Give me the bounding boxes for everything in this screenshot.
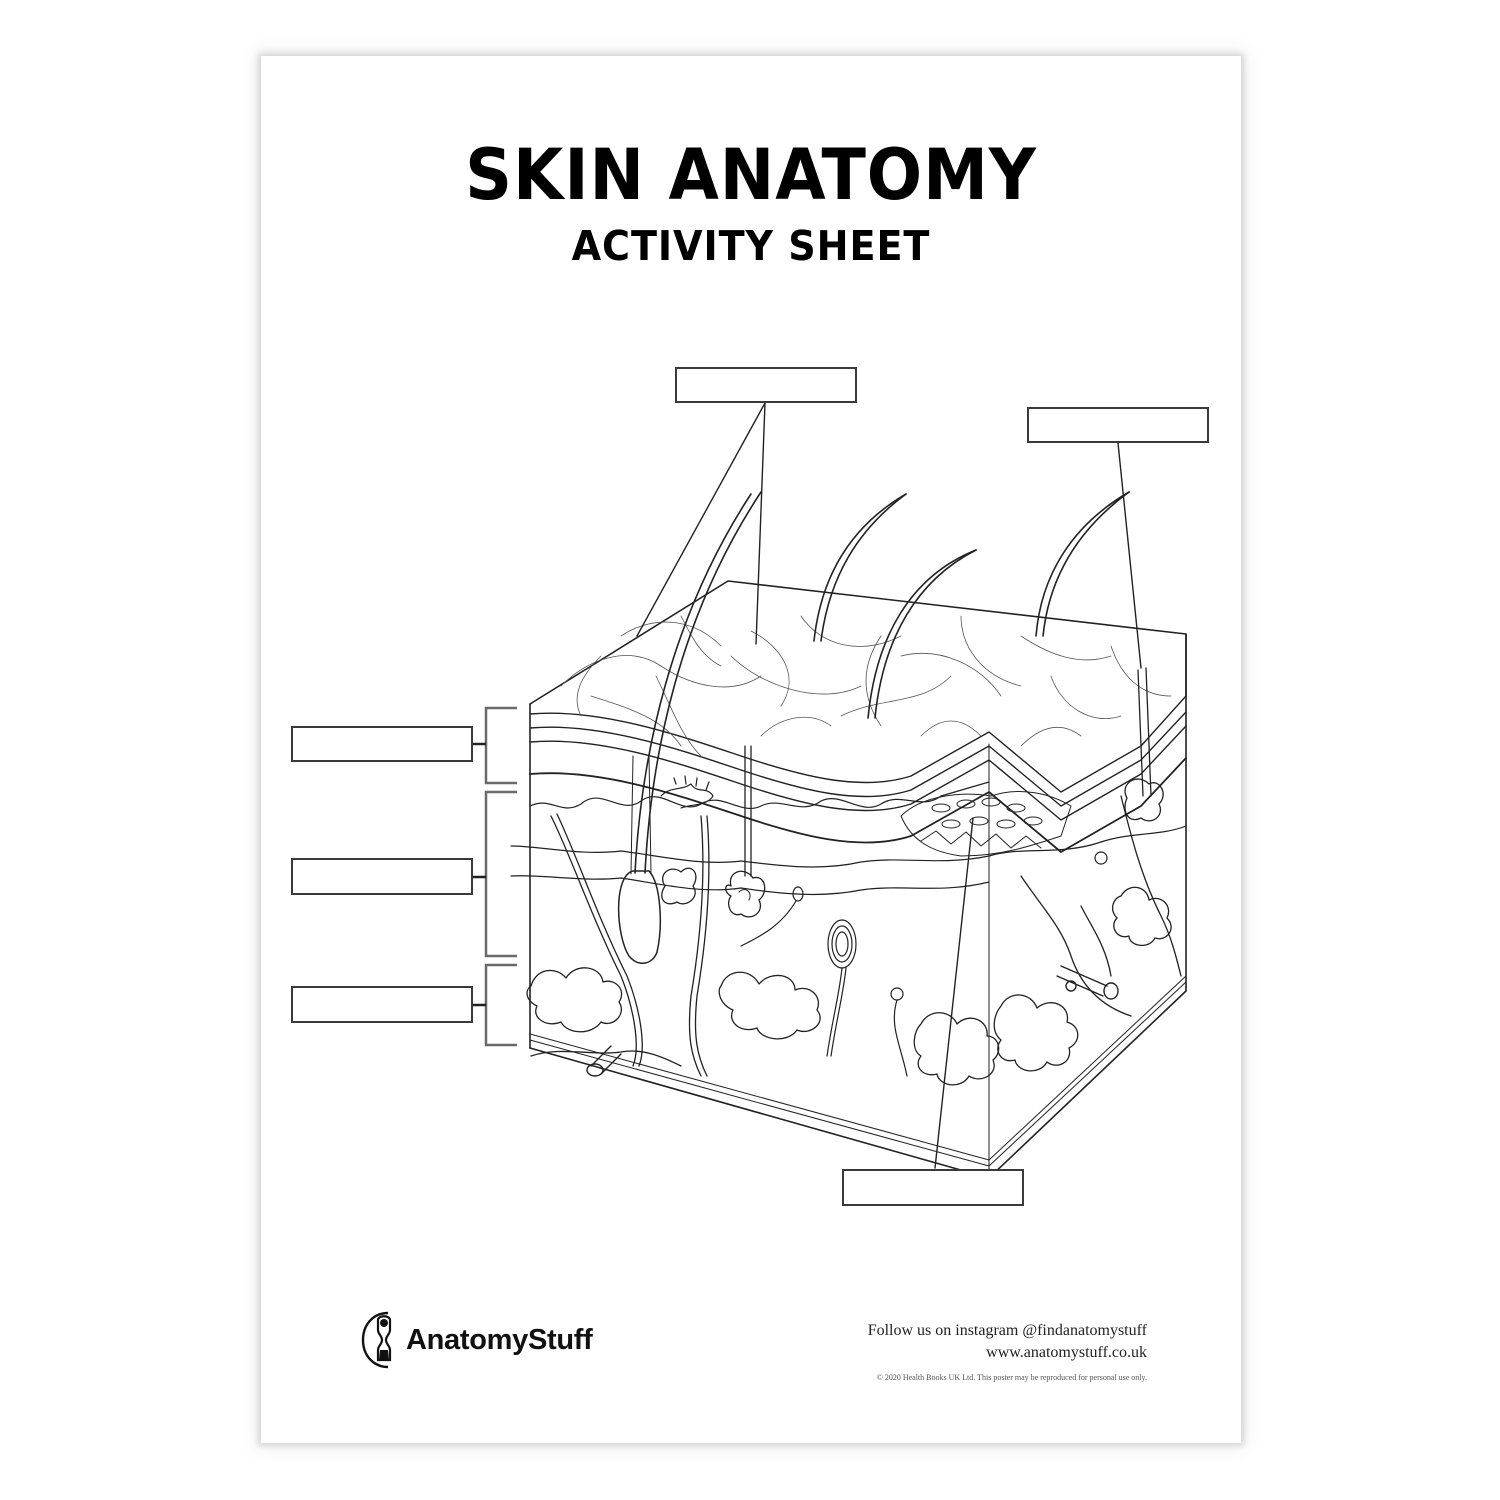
capillary-network: [900, 790, 1072, 857]
hypodermis-base: [529, 975, 1187, 1167]
sebaceous-gland: [661, 867, 697, 905]
sweat-gland-coil: [725, 745, 766, 918]
epidermis-layers: [529, 695, 1187, 853]
page-subtitle: ACTIVITY SHEET: [571, 222, 931, 270]
anatomy-figure-icon: [361, 1311, 392, 1369]
skin-anatomy-diagram: [472, 402, 1187, 1179]
label-box-top-center[interactable]: [675, 367, 857, 403]
fat-lobules: [526, 886, 1172, 1086]
meissner-corpuscles: [740, 851, 1108, 1077]
sweat-gland-right: [1124, 667, 1164, 822]
blood-vessels: [550, 795, 1182, 1077]
nerve-endings: [660, 775, 714, 809]
label-box-bottom-center[interactable]: [842, 1169, 1024, 1206]
label-box-left-upper[interactable]: [291, 726, 473, 762]
skin-block-outline: [529, 580, 1187, 1179]
instagram-text: Follow us on instagram @findanatomystuff: [867, 1322, 1147, 1339]
deep-vessels: [586, 965, 1119, 1077]
page-title: SKIN ANATOMY: [465, 134, 1037, 216]
label-box-left-lower[interactable]: [291, 986, 473, 1023]
website-link[interactable]: www.anatomystuff.co.uk: [986, 1344, 1147, 1361]
hair-follicle: [617, 755, 661, 964]
activity-sheet-page: SKIN ANATOMY ACTIVITY SHEET: [261, 56, 1241, 1443]
surface-texture: [560, 615, 1172, 757]
copyright-text: © 2020 Health Books UK Ltd. This poster …: [876, 1373, 1147, 1382]
footer-info: Follow us on instagram @findanatomystuff…: [868, 1320, 1147, 1384]
brand-name: AnatomyStuff: [406, 1323, 593, 1356]
anatomystuff-logo: AnatomyStuff: [360, 1310, 593, 1370]
label-box-top-right[interactable]: [1027, 407, 1209, 443]
label-box-left-middle[interactable]: [291, 858, 473, 895]
pacinian-corpuscle: [826, 919, 857, 1057]
bracket-connectors: [472, 742, 486, 1007]
dermal-papillae: [510, 781, 1187, 896]
hair-shafts: [634, 491, 1130, 874]
pointer-lines: [636, 402, 1142, 1169]
